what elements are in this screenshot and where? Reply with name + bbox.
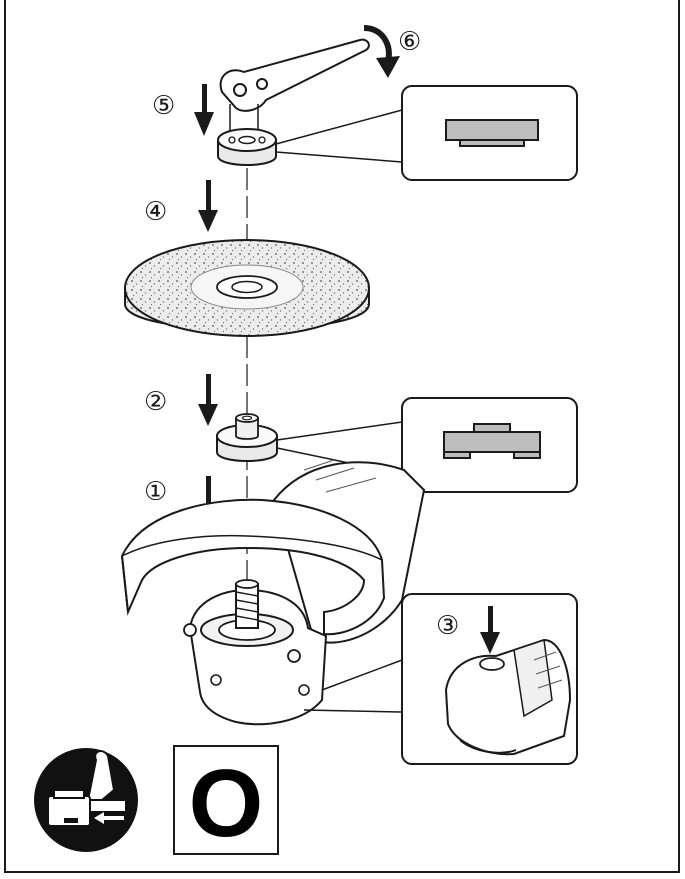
- inner-flange: [216, 413, 278, 462]
- lock-nut-profile-callout: [401, 85, 578, 181]
- step-5-arrow: [194, 84, 214, 136]
- wheel-guard: [120, 498, 386, 636]
- step-6-label: ⑥: [398, 27, 421, 57]
- rotate-arrow-icon: [363, 25, 400, 78]
- step-3-label: ③: [436, 611, 459, 641]
- step-5-label: ⑤: [152, 91, 175, 121]
- shaft-lock-callout: ③: [401, 593, 578, 765]
- inner-flange-profile-callout: [401, 397, 578, 493]
- step-4-label: ④: [144, 197, 167, 227]
- step-2-label: ②: [144, 387, 167, 417]
- spindle-shaft: [235, 579, 259, 629]
- mode-symbol-box: O: [173, 745, 279, 857]
- lock-nut: [217, 128, 277, 166]
- mode-symbol-text: O: [189, 750, 264, 857]
- battery-removal-icon: [34, 748, 138, 852]
- diagram-frame: ⑥ ⑤ ④ ②: [4, 0, 680, 874]
- gear-head: [183, 588, 328, 726]
- spanner-wrench: [219, 38, 370, 112]
- step-2-arrow: [198, 374, 218, 426]
- step-4-arrow: [198, 180, 218, 232]
- step-1-label: ①: [144, 477, 167, 507]
- grinding-wheel: [124, 239, 370, 337]
